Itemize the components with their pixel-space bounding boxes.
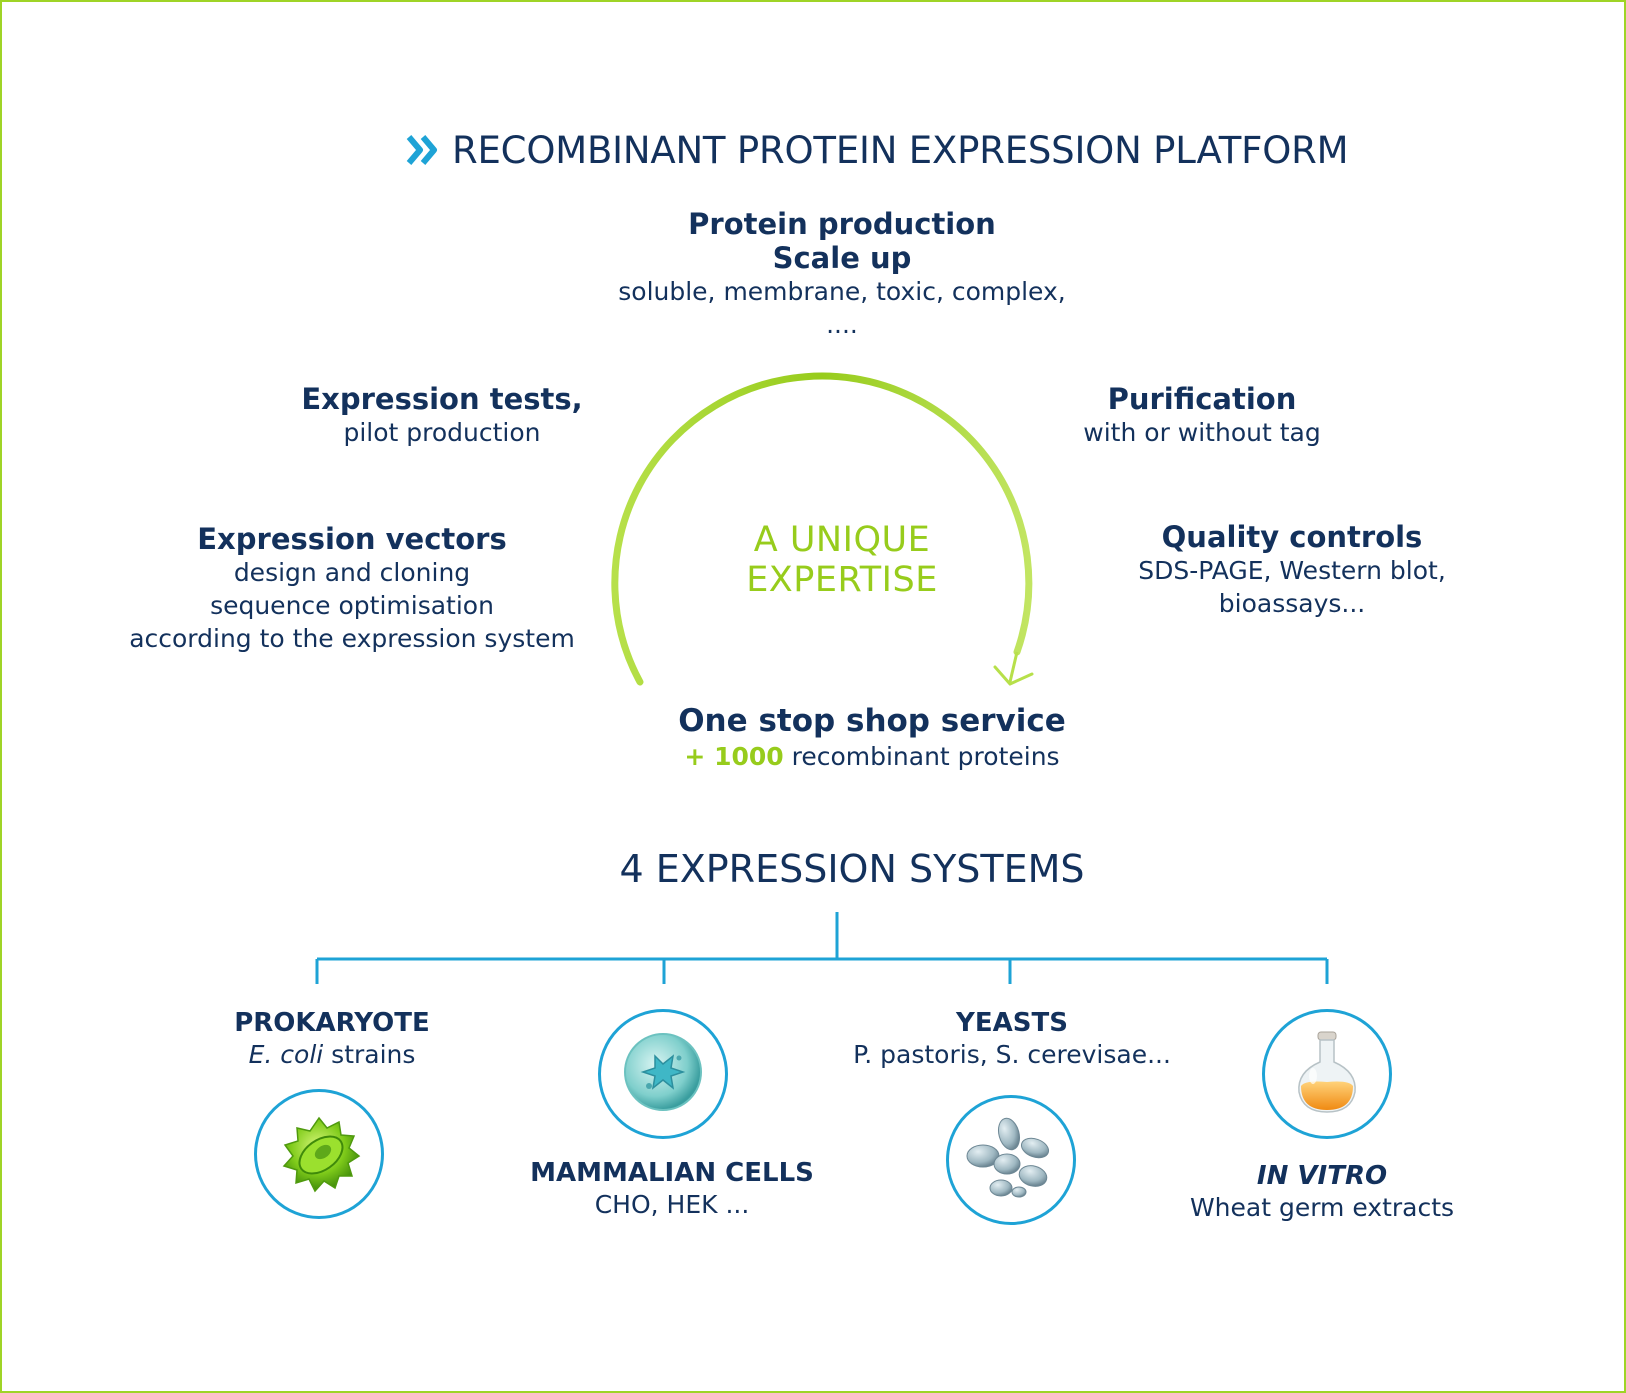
protein-types-text: soluble, membrane, toxic, complex, <box>618 277 1066 306</box>
strains-text: strains <box>323 1040 416 1069</box>
recombinant-proteins-text: recombinant proteins <box>791 742 1060 771</box>
system-mammalian: MAMMALIAN CELLS CHO, HEK ... <box>502 1157 842 1221</box>
expression-tests-text: pilot production <box>343 418 541 447</box>
protein-types-ellipsis: .... <box>826 310 858 339</box>
header: RECOMBINANT PROTEIN EXPRESSION PLATFORM <box>406 120 1349 180</box>
one-stop-shop-title: One stop shop service <box>678 703 1066 739</box>
purification-text: with or without tag <box>1083 418 1321 447</box>
system-yeasts: YEASTS P. pastoris, S. cerevisae... <box>832 1007 1192 1071</box>
ecoli-italic: E. coli <box>248 1040 324 1069</box>
system-prokaryote: PROKARYOTE E. coli strains <box>202 1007 462 1071</box>
expression-vectors-text-2: sequence optimisation <box>210 591 494 620</box>
protein-production-block: Protein production Scale up soluble, mem… <box>562 207 1122 341</box>
center-label: A UNIQUE EXPERTISE <box>692 520 992 600</box>
cycle-arrow <box>611 372 1034 686</box>
one-stop-shop-block: One stop shop service + 1000 recombinant… <box>642 702 1102 773</box>
expression-tests-title: Expression tests, <box>301 382 583 416</box>
quality-controls-text-2: bioassays... <box>1218 589 1366 618</box>
expression-vectors-title: Expression vectors <box>197 522 507 556</box>
expression-vectors-block: Expression vectors design and cloning se… <box>102 522 602 655</box>
flask-icon <box>1262 1009 1392 1139</box>
scale-up-title: Scale up <box>772 241 912 275</box>
purification-title: Purification <box>1107 382 1297 416</box>
double-chevron-right-icon <box>406 135 437 165</box>
quality-controls-text-1: SDS-PAGE, Western blot, <box>1138 556 1446 585</box>
yeasts-name: YEASTS <box>956 1008 1068 1038</box>
in-vitro-name: IN VITRO <box>1256 1161 1388 1191</box>
mammalian-name: MAMMALIAN CELLS <box>530 1158 814 1188</box>
expression-vectors-text-1: design and cloning <box>233 558 471 587</box>
mammalian-cell-icon <box>598 1009 728 1139</box>
arrowhead-icon <box>993 665 1034 686</box>
expression-tests-block: Expression tests, pilot production <box>252 382 632 449</box>
protein-count-highlight: + 1000 <box>684 742 784 771</box>
expression-vectors-text-3: according to the expression system <box>129 624 575 653</box>
yeast-cells-icon <box>946 1095 1076 1225</box>
page-title: RECOMBINANT PROTEIN EXPRESSION PLATFORM <box>452 128 1349 172</box>
bacterium-icon <box>254 1089 384 1219</box>
systems-tree-connector <box>315 912 1329 984</box>
mammalian-desc: CHO, HEK ... <box>594 1190 750 1219</box>
yeasts-desc: P. pastoris, S. cerevisae... <box>853 1040 1171 1069</box>
prokaryote-name: PROKARYOTE <box>234 1008 430 1038</box>
systems-title: 4 EXPRESSION SYSTEMS <box>619 847 1085 891</box>
quality-controls-title: Quality controls <box>1161 520 1423 554</box>
center-label-line1: A UNIQUE <box>753 520 931 560</box>
center-label-line2: EXPERTISE <box>746 560 938 600</box>
quality-controls-block: Quality controls SDS-PAGE, Western blot,… <box>1112 520 1472 620</box>
protein-production-title: Protein production <box>688 207 996 241</box>
purification-block: Purification with or without tag <box>1042 382 1362 449</box>
system-in-vitro: IN VITRO Wheat germ extracts <box>1172 1160 1472 1224</box>
in-vitro-desc: Wheat germ extracts <box>1189 1193 1455 1222</box>
